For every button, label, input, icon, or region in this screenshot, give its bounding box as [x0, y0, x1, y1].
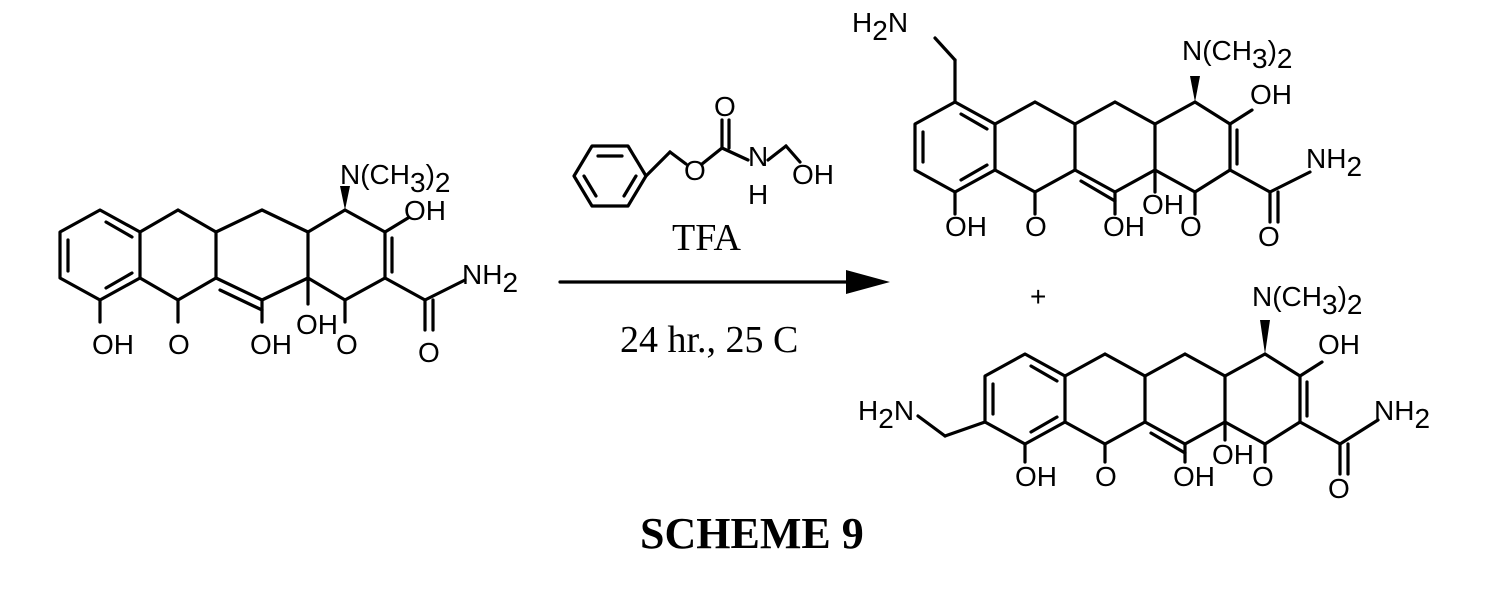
c3-hydroxyl-label: OH [1250, 79, 1292, 110]
amide-nh2-label: NH2 [1374, 395, 1430, 434]
product-1: H2N N(CH3)2 OH NH2 OH O OH OH O O [852, 7, 1362, 252]
product-2: H2N N(CH3)2 OH NH2 OH O OH OH O O [858, 281, 1430, 504]
reaction-arrow [560, 270, 890, 294]
c12a-hydroxyl-label: OH [1142, 189, 1184, 220]
amide-oxo-label: O [1328, 473, 1350, 504]
nme2-label: N(CH3)2 [1252, 281, 1362, 320]
amide-oxo-label: O [418, 337, 440, 368]
stereo-wedge [1260, 320, 1270, 354]
scheme-title: SCHEME 9 [640, 509, 864, 558]
plus-sign: + [1030, 281, 1046, 312]
c12-hydroxyl-label: OH [1173, 461, 1215, 492]
c10-hydroxyl-label: OH [1015, 461, 1057, 492]
reaction-conditions: 24 hr., 25 C [620, 319, 798, 361]
reagent-nh-hydrogen-label: H [748, 179, 768, 210]
c3-hydroxyl-label: OH [404, 195, 446, 226]
c1-oxo-label: O [1252, 461, 1274, 492]
stereo-wedge [1190, 76, 1200, 102]
reagent-tfa-label: TFA [672, 217, 742, 259]
bonds [918, 354, 1378, 474]
c11-oxo-label: O [1025, 211, 1047, 242]
c12-hydroxyl-label: OH [1103, 211, 1145, 242]
c10-hydroxyl-label: OH [92, 329, 134, 360]
arrowhead [846, 270, 890, 294]
c12a-hydroxyl-label: OH [296, 309, 338, 340]
c10-hydroxyl-label: OH [945, 211, 987, 242]
c1-oxo-label: O [1180, 211, 1202, 242]
atom-labels: H2N N(CH3)2 OH NH2 OH O OH OH O O [852, 7, 1362, 252]
nme2-label: N(CH3)2 [1182, 35, 1292, 74]
reagent-carbonyl-oxygen-label: O [714, 91, 736, 122]
amide-nh2-label: NH2 [1306, 143, 1362, 182]
reagent-nitrogen-label: N [748, 141, 768, 172]
c11-oxo-label: O [168, 329, 190, 360]
c3-hydroxyl-label: OH [1318, 329, 1360, 360]
reagent: O O N H OH TFA [574, 91, 834, 259]
aminomethyl-label: H2N [852, 7, 908, 46]
reagent-ester-oxygen-label: O [684, 155, 706, 186]
reagent-hydroxyl-label: OH [792, 159, 834, 190]
amide-oxo-label: O [1258, 221, 1280, 252]
nme2-label: N(CH3)2 [340, 159, 450, 198]
c12a-hydroxyl-label: OH [1212, 439, 1254, 470]
c11-oxo-label: O [1095, 461, 1117, 492]
atom-labels: N(CH3)2 OH NH2 OH O OH OH O O [92, 159, 518, 368]
amide-nh2-label: NH2 [462, 259, 518, 298]
aminomethyl-label: H2N [858, 395, 914, 434]
bonds [60, 210, 465, 330]
c12-hydroxyl-label: OH [250, 329, 292, 360]
starting-material: N(CH3)2 OH NH2 OH O OH OH O O [60, 159, 518, 368]
c1-oxo-label: O [336, 329, 358, 360]
